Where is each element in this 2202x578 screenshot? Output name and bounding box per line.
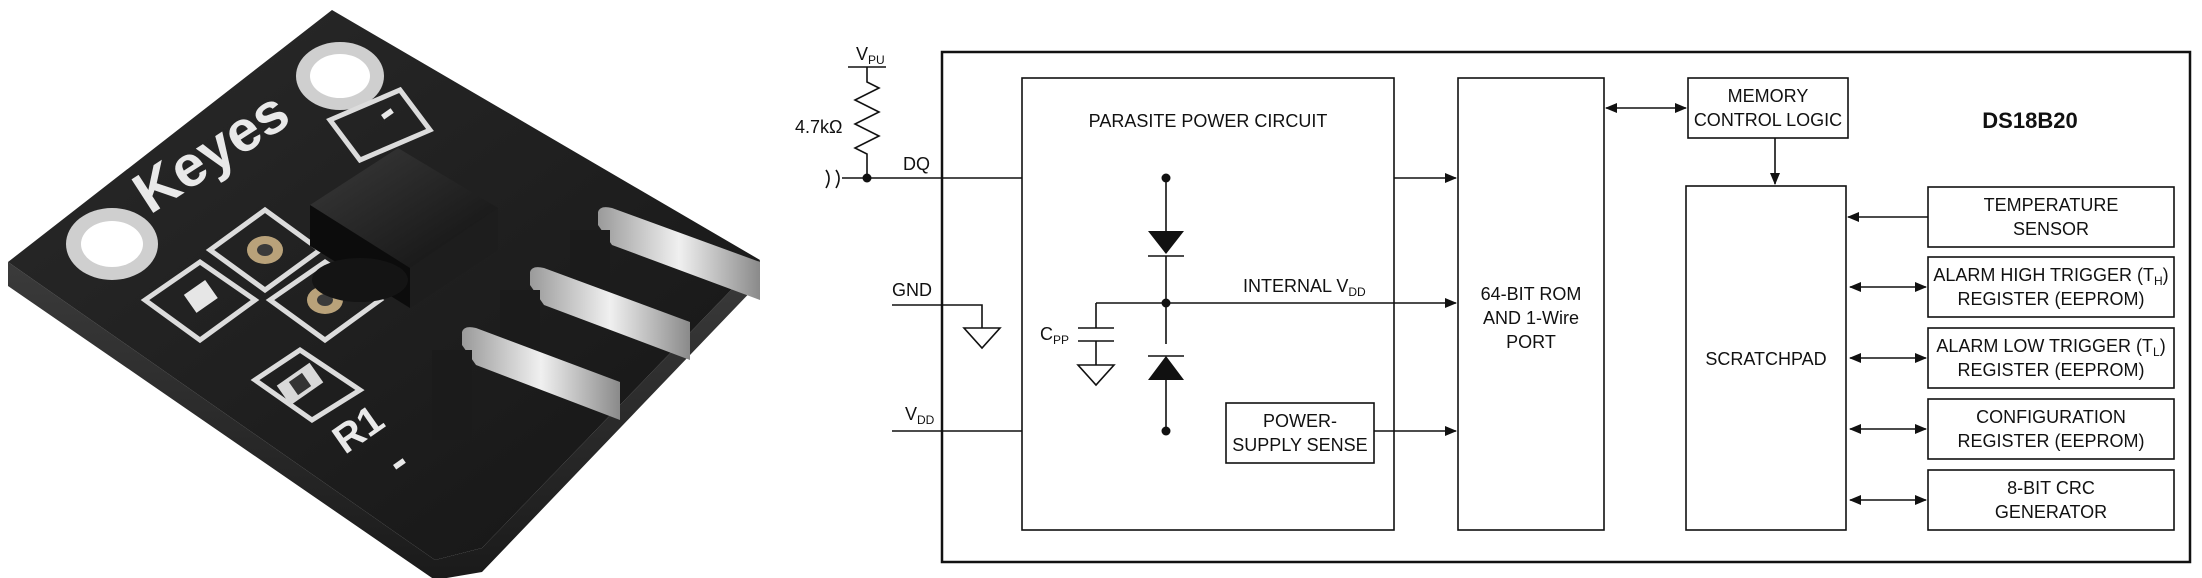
svg-text:8-BIT CRC: 8-BIT CRC <box>2007 478 2095 498</box>
power-sense-line2: SUPPLY SENSE <box>1232 435 1367 455</box>
rom-port-box <box>1458 78 1604 530</box>
parasite-power-title: PARASITE POWER CIRCUIT <box>1089 111 1328 131</box>
pin-dq: DQ <box>903 154 930 174</box>
pin-gnd: GND <box>892 280 932 300</box>
pullup-label: VPU <box>856 44 885 67</box>
bus-break-symbol <box>826 170 839 188</box>
svg-text:REGISTER (EEPROM): REGISTER (EEPROM) <box>1957 431 2144 451</box>
rom-line1: 64-BIT ROM <box>1481 284 1582 304</box>
power-sense-line1: POWER- <box>1263 411 1337 431</box>
memory-control-line1: MEMORY <box>1728 86 1809 106</box>
junction-dot <box>1162 427 1171 436</box>
svg-text:REGISTER (EEPROM): REGISTER (EEPROM) <box>1957 360 2144 380</box>
svg-text:SENSOR: SENSOR <box>2013 219 2089 239</box>
svg-text:GENERATOR: GENERATOR <box>1995 502 2107 522</box>
svg-text:CONFIGURATION: CONFIGURATION <box>1976 407 2126 427</box>
scratchpad-label: SCRATCHPAD <box>1705 349 1826 369</box>
rom-line3: PORT <box>1506 332 1556 352</box>
register-block-crc: 8-BIT CRC GENERATOR <box>1928 470 2174 530</box>
rom-line2: AND 1-Wire <box>1483 308 1579 328</box>
register-block-temperature: TEMPERATURE SENSOR <box>1928 187 2174 247</box>
svg-text:TEMPERATURE: TEMPERATURE <box>1984 195 2119 215</box>
pin-vdd: VDD <box>905 404 935 427</box>
pullup-resistor <box>855 67 879 178</box>
svg-text:ALARM HIGH TRIGGER (TH): ALARM HIGH TRIGGER (TH) <box>1933 265 2168 288</box>
resistor-value: 4.7kΩ <box>795 117 842 137</box>
memory-control-line2: CONTROL LOGIC <box>1694 110 1842 130</box>
ground-symbol <box>964 328 1000 348</box>
chip-name: DS18B20 <box>1982 108 2077 133</box>
internal-vdd-label: INTERNAL VDD <box>1243 276 1366 299</box>
register-block-alarm-high: ALARM HIGH TRIGGER (TH) REGISTER (EEPROM… <box>1928 257 2174 317</box>
junction-dot <box>1162 174 1171 183</box>
register-block-configuration: CONFIGURATION REGISTER (EEPROM) <box>1928 399 2174 459</box>
gnd-line <box>892 305 982 328</box>
svg-text:ALARM LOW TRIGGER (TL): ALARM LOW TRIGGER (TL) <box>1936 336 2165 359</box>
register-block-alarm-low: ALARM LOW TRIGGER (TL) REGISTER (EEPROM) <box>1928 328 2174 388</box>
svg-text:REGISTER (EEPROM): REGISTER (EEPROM) <box>1957 289 2144 309</box>
